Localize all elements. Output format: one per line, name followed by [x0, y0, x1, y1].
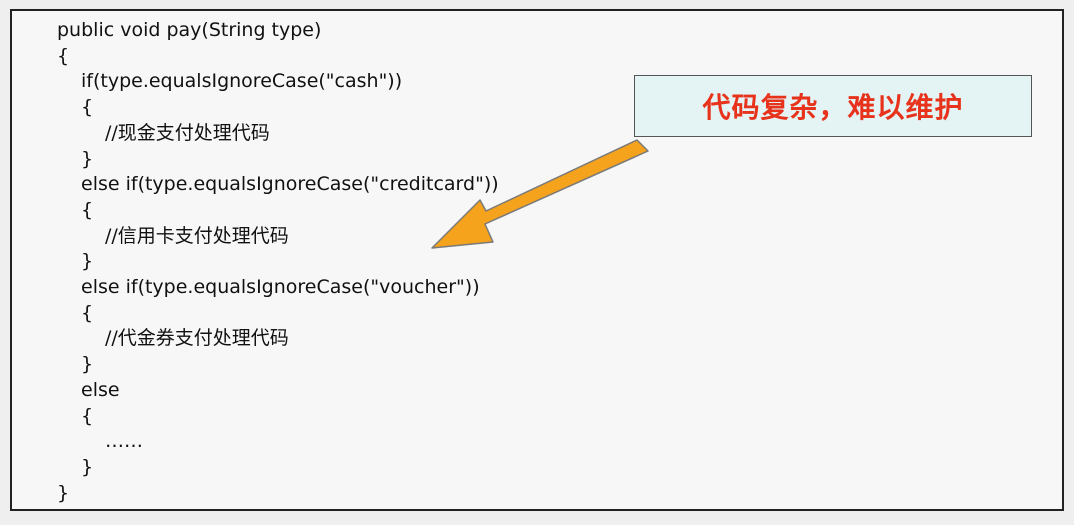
arrow-down-left-icon	[431, 139, 649, 249]
callout-text: 代码复杂，难以维护	[702, 91, 964, 124]
code-line: {	[81, 198, 94, 221]
code-line: public void pay(String type)	[57, 19, 322, 41]
code-line: else	[81, 378, 120, 401]
code-line: {	[81, 404, 94, 427]
code-line: {	[81, 301, 94, 324]
code-line: //现金支付处理代码	[105, 121, 270, 144]
code-line: }	[57, 481, 70, 504]
code-line: {	[81, 96, 94, 119]
code-line: ……	[105, 430, 143, 453]
code-line: if(type.equalsIgnoreCase("cash"))	[81, 70, 403, 93]
code-line: else if(type.equalsIgnoreCase("voucher")…	[81, 276, 480, 298]
code-line: }	[81, 250, 94, 273]
code-line: }	[81, 353, 94, 376]
callout-box: 代码复杂，难以维护	[634, 75, 1032, 137]
code-line: else if(type.equalsIgnoreCase("creditcar…	[81, 173, 499, 196]
code-line: //代金券支付处理代码	[105, 327, 289, 350]
code-line: //信用卡支付处理代码	[105, 224, 289, 247]
code-line: }	[81, 147, 94, 170]
code-line: }	[81, 455, 94, 478]
code-line: {	[57, 44, 70, 67]
